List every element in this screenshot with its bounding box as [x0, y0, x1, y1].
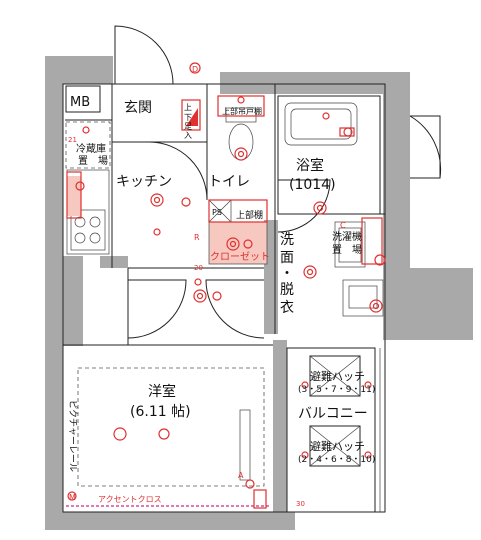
letter-r: R: [194, 233, 200, 242]
hatch2-title: 避難ハッチ: [310, 439, 365, 453]
balcony-label: バルコニー: [298, 406, 368, 422]
num-20: 20: [194, 264, 203, 272]
washer-label-line1: 洗濯機: [332, 230, 362, 243]
upper-shelf-label: 上部棚: [236, 209, 263, 221]
outlines: [62, 83, 386, 513]
letter-m: M: [69, 493, 76, 502]
closet-label: クローゼット: [210, 251, 270, 263]
svg-text:面: 面: [280, 250, 294, 266]
bath-label: 浴室: [296, 157, 324, 174]
svg-text:入: 入: [184, 131, 192, 140]
entrance-label: 玄関: [124, 99, 152, 116]
accent-cross-label: アクセントクロス: [98, 495, 162, 504]
kitchen-label: キッチン: [116, 174, 172, 190]
western-room-label: 洋室: [148, 383, 176, 400]
washer-label-line2: 置 場: [332, 243, 362, 256]
walls: [45, 56, 473, 530]
shoe-box-top-label: 上: [184, 103, 192, 112]
fridge-label-line1: 冷蔵庫: [76, 142, 106, 155]
hatch1-nums: (3・5・7・9・11): [298, 385, 375, 395]
upper-cabinet-label: 上部吊戸棚: [222, 106, 262, 116]
svg-text:足: 足: [184, 122, 192, 131]
ps-label: PS: [212, 208, 222, 217]
washroom-label: 洗 面 ・ 脱 衣: [280, 232, 294, 316]
num-30: 30: [296, 500, 305, 508]
toilet-label: トイレ: [208, 174, 250, 190]
hatch2-nums: (2・4・6・8・10): [298, 455, 375, 465]
hatch1-title: 避難ハッチ: [310, 369, 365, 383]
svg-text:脱: 脱: [280, 282, 294, 298]
doors: [114, 25, 442, 339]
svg-text:下: 下: [184, 113, 192, 122]
western-room-size-label: (6.11 帖): [130, 404, 191, 420]
electrical-symbols: [66, 62, 386, 509]
bath-size-label: (1014): [289, 177, 336, 193]
num-21: 21: [68, 136, 77, 144]
mb-label: MB: [70, 95, 90, 110]
svg-text:洗: 洗: [280, 232, 294, 248]
fridge-label-line2: 置 場: [78, 154, 108, 167]
svg-text:衣: 衣: [280, 300, 294, 316]
svg-text:・: ・: [280, 266, 294, 282]
picture-rail-label: ピクチャーレール: [67, 400, 78, 472]
letter-a: A: [238, 471, 244, 480]
letter-c: C: [340, 221, 346, 230]
shoe-box-label: 下 足 入: [184, 113, 192, 140]
letter-d: D: [192, 65, 198, 74]
